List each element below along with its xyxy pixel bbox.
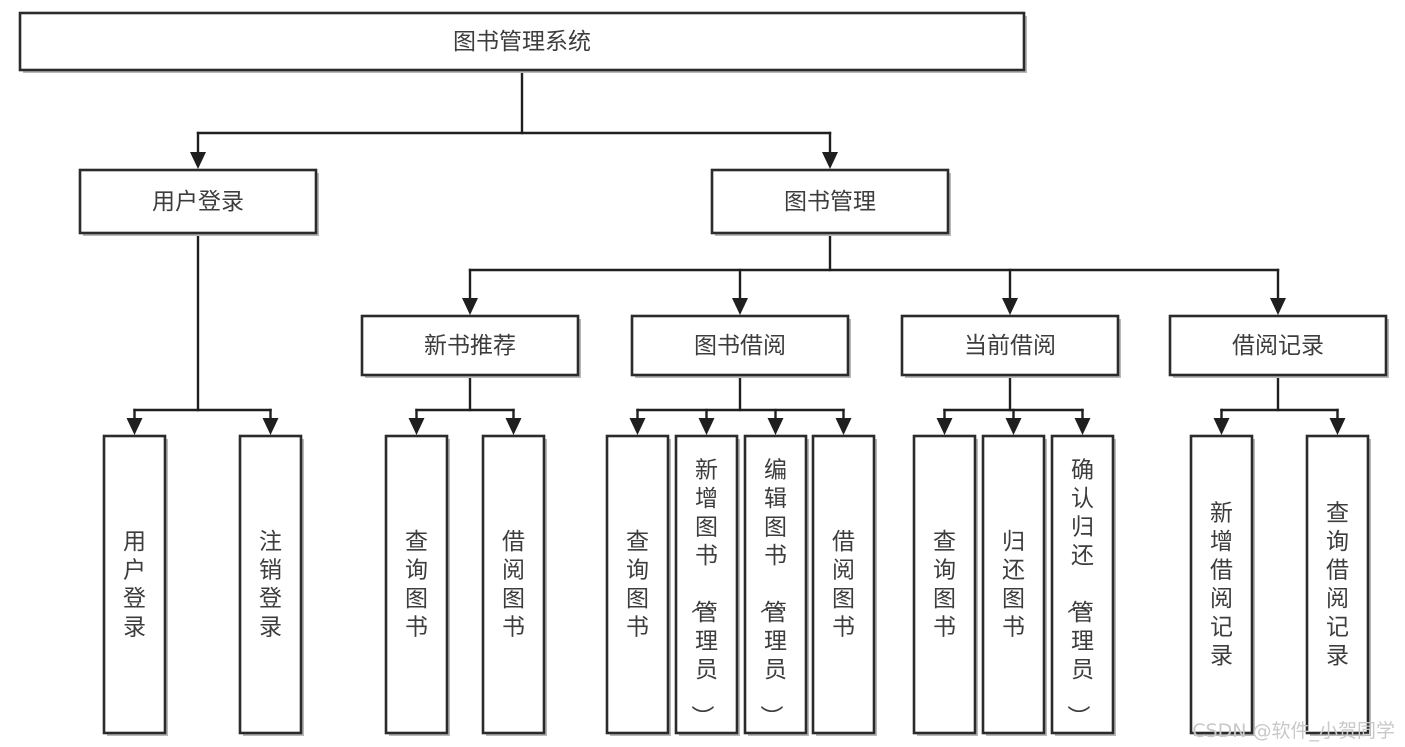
node-leaf-borrow-book-2[interactable]: 借阅图书: [811, 434, 877, 736]
node-leaf-add-book[interactable]: 新增图书（管理员）: [674, 434, 740, 736]
node-box[interactable]: [1189, 434, 1254, 735]
nodes-layer: 图书管理系统用户登录图书管理新书推荐图书借阅当前借阅借阅记录用户登录注销登录查询…: [18, 11, 1389, 736]
node-box[interactable]: [674, 434, 739, 735]
node-leaf-add-record[interactable]: 新增借阅记录: [1189, 434, 1255, 736]
node-box[interactable]: [1050, 434, 1115, 735]
node-label: 归还图书: [1002, 528, 1025, 640]
node-user-login[interactable]: 用户登录: [78, 168, 319, 236]
node-label: 图书管理系统: [453, 29, 591, 55]
node-leaf-edit-book[interactable]: 编辑图书（管理员）: [743, 434, 809, 736]
node-box[interactable]: [1168, 314, 1388, 377]
node-label: 查询图书: [626, 528, 649, 640]
node-box[interactable]: [981, 434, 1046, 735]
node-leaf-query-book-1[interactable]: 查询图书: [384, 434, 450, 736]
node-leaf-borrow-book-1[interactable]: 借阅图书: [481, 434, 547, 736]
node-root[interactable]: 图书管理系统: [18, 11, 1027, 73]
node-box[interactable]: [1305, 434, 1370, 735]
node-box[interactable]: [481, 434, 546, 735]
node-label: 编辑图书（管理员）: [758, 457, 787, 728]
node-leaf-query-record[interactable]: 查询借阅记录: [1305, 434, 1371, 736]
watermark-text: CSDN @软件_小贺同学: [1192, 720, 1395, 742]
node-box[interactable]: [900, 314, 1120, 377]
node-label: 确认归还（管理员）: [1065, 457, 1094, 728]
node-label: 借阅图书: [502, 528, 525, 640]
node-label: 当前借阅: [964, 333, 1056, 359]
node-leaf-user-logout[interactable]: 注销登录: [238, 434, 304, 736]
node-current-borrow[interactable]: 当前借阅: [900, 314, 1121, 378]
edges-layer: [126, 68, 1346, 435]
node-label: 查询借阅记录: [1326, 500, 1349, 669]
node-book-borrow[interactable]: 图书借阅: [630, 314, 851, 378]
node-box[interactable]: [238, 434, 303, 735]
node-label: 查询图书: [933, 528, 956, 640]
node-leaf-confirm-return[interactable]: 确认归还（管理员）: [1050, 434, 1116, 736]
node-leaf-query-book-2[interactable]: 查询图书: [605, 434, 671, 736]
node-borrow-record[interactable]: 借阅记录: [1168, 314, 1389, 378]
node-leaf-user-login[interactable]: 用户登录: [102, 434, 168, 736]
node-book-manage[interactable]: 图书管理: [710, 168, 951, 236]
node-new-book-recommend[interactable]: 新书推荐: [360, 314, 581, 378]
node-box[interactable]: [360, 314, 580, 377]
node-label: 图书管理: [784, 189, 876, 215]
node-box[interactable]: [743, 434, 808, 735]
node-label: 新增借阅记录: [1210, 500, 1233, 669]
node-label: 用户登录: [123, 528, 146, 640]
node-box[interactable]: [710, 168, 950, 235]
node-label: 用户登录: [152, 189, 244, 215]
node-label: 新书推荐: [424, 333, 516, 359]
node-label: 注销登录: [259, 528, 282, 640]
node-leaf-query-book-3[interactable]: 查询图书: [912, 434, 978, 736]
node-box[interactable]: [384, 434, 449, 735]
node-box[interactable]: [18, 11, 1026, 72]
node-box[interactable]: [912, 434, 977, 735]
node-label: 借阅记录: [1232, 333, 1324, 359]
node-box[interactable]: [630, 314, 850, 377]
node-box[interactable]: [102, 434, 167, 735]
node-box[interactable]: [811, 434, 876, 735]
node-box[interactable]: [78, 168, 318, 235]
node-label: 新增图书（管理员）: [689, 457, 718, 728]
node-leaf-return-book[interactable]: 归还图书: [981, 434, 1047, 736]
node-label: 借阅图书: [832, 528, 855, 640]
node-label: 图书借阅: [694, 333, 786, 359]
node-label: 查询图书: [405, 528, 428, 640]
node-box[interactable]: [605, 434, 670, 735]
